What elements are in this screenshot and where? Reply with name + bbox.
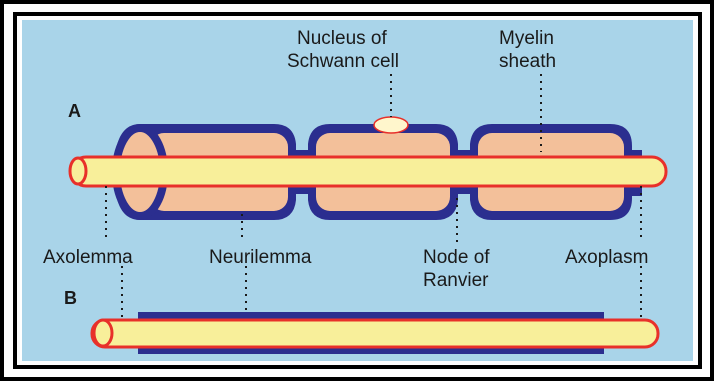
nerve-fiber-a	[70, 117, 666, 220]
nucleus-label-line1: Nucleus of	[297, 28, 387, 49]
axon-b	[92, 320, 658, 347]
part-a-label: A	[68, 101, 81, 121]
nerve-fiber-b	[92, 312, 658, 354]
part-b-label: B	[64, 288, 77, 308]
axon-b-end	[94, 320, 112, 346]
myelin-label-line1: Myelin	[499, 28, 554, 49]
axolemma-label: Axolemma	[43, 247, 133, 268]
axon-a	[72, 157, 666, 186]
nucleus-label-line2: Schwann cell	[287, 51, 399, 72]
myelin-label-line2: sheath	[499, 51, 556, 72]
schwann-nucleus	[374, 117, 408, 133]
node-label-line1: Node of	[423, 247, 490, 268]
node-label-line2: Ranvier	[423, 270, 489, 291]
axon-a-end	[70, 158, 86, 184]
neurilemma-label: Neurilemma	[209, 247, 312, 268]
axoplasm-label: Axoplasm	[565, 247, 648, 268]
